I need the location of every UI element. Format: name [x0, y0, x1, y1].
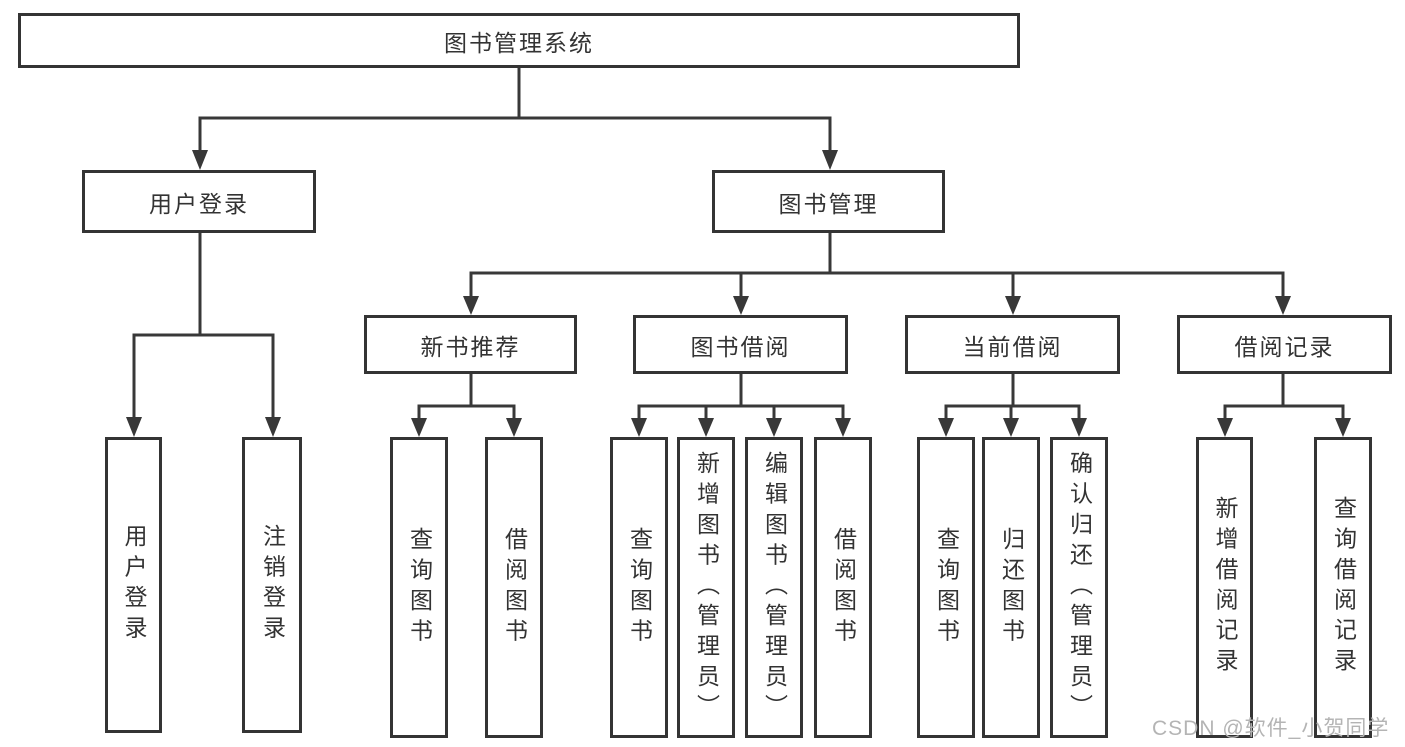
node-book-mgmt-branch: 图书管理: [712, 170, 945, 233]
leaf-edit-book-admin: 编辑图书（管理员）: [745, 437, 803, 738]
leaf-borrow-books-borrow-label: 借阅图书: [830, 526, 857, 649]
leaf-query-books-current-label: 查询图书: [933, 526, 960, 649]
leaf-query-books-new: 查询图书: [390, 437, 448, 738]
leaf-borrow-books-borrow: 借阅图书: [814, 437, 872, 738]
leaf-query-books-new-label: 查询图书: [406, 526, 433, 649]
leaf-add-book-admin-label: 新增图书（管理员）: [693, 450, 720, 725]
leaf-confirm-return-admin-label: 确认归还（管理员）: [1066, 450, 1093, 725]
node-user-login-branch: 用户登录: [82, 170, 316, 233]
leaf-borrow-books-new: 借阅图书: [485, 437, 543, 738]
leaf-add-book-admin: 新增图书（管理员）: [677, 437, 735, 738]
leaf-return-book: 归还图书: [982, 437, 1040, 738]
node-current-borrow-label: 当前借阅: [962, 333, 1063, 360]
csdn-watermark: CSDN @软件_小贺同学: [1152, 717, 1390, 740]
leaf-user-login-label: 用户登录: [121, 524, 147, 646]
leaf-query-books-borrow: 查询图书: [610, 437, 668, 738]
leaf-borrow-books-new-label: 借阅图书: [501, 526, 528, 649]
node-new-books: 新书推荐: [364, 315, 577, 374]
node-borrow-records: 借阅记录: [1177, 315, 1392, 374]
node-new-books-label: 新书推荐: [420, 333, 521, 360]
leaf-query-borrow-record: 查询借阅记录: [1314, 437, 1372, 738]
leaf-add-borrow-record-label: 新增借阅记录: [1212, 496, 1238, 679]
leaf-add-borrow-record: 新增借阅记录: [1196, 437, 1253, 738]
node-root: 图书管理系统: [18, 13, 1020, 68]
leaf-logout: 注销登录: [242, 437, 302, 733]
leaf-query-borrow-record-label: 查询借阅记录: [1330, 496, 1357, 679]
node-user-login-label: 用户登录: [149, 190, 249, 217]
arrowheads: [126, 150, 1351, 437]
leaf-user-login: 用户登录: [105, 437, 162, 733]
node-root-label: 图书管理系统: [444, 29, 594, 56]
node-borrow-records-label: 借阅记录: [1234, 333, 1335, 360]
node-book-borrow-label: 图书借阅: [690, 333, 791, 360]
leaf-logout-label: 注销登录: [259, 524, 286, 646]
leaf-query-books-borrow-label: 查询图书: [626, 526, 653, 649]
node-book-mgmt-label: 图书管理: [778, 190, 879, 217]
node-book-borrow: 图书借阅: [633, 315, 848, 374]
leaf-query-books-current: 查询图书: [917, 437, 975, 738]
node-current-borrow: 当前借阅: [905, 315, 1120, 374]
leaf-edit-book-admin-label: 编辑图书（管理员）: [761, 450, 788, 725]
leaf-confirm-return-admin: 确认归还（管理员）: [1050, 437, 1108, 738]
leaf-return-book-label: 归还图书: [998, 526, 1025, 649]
